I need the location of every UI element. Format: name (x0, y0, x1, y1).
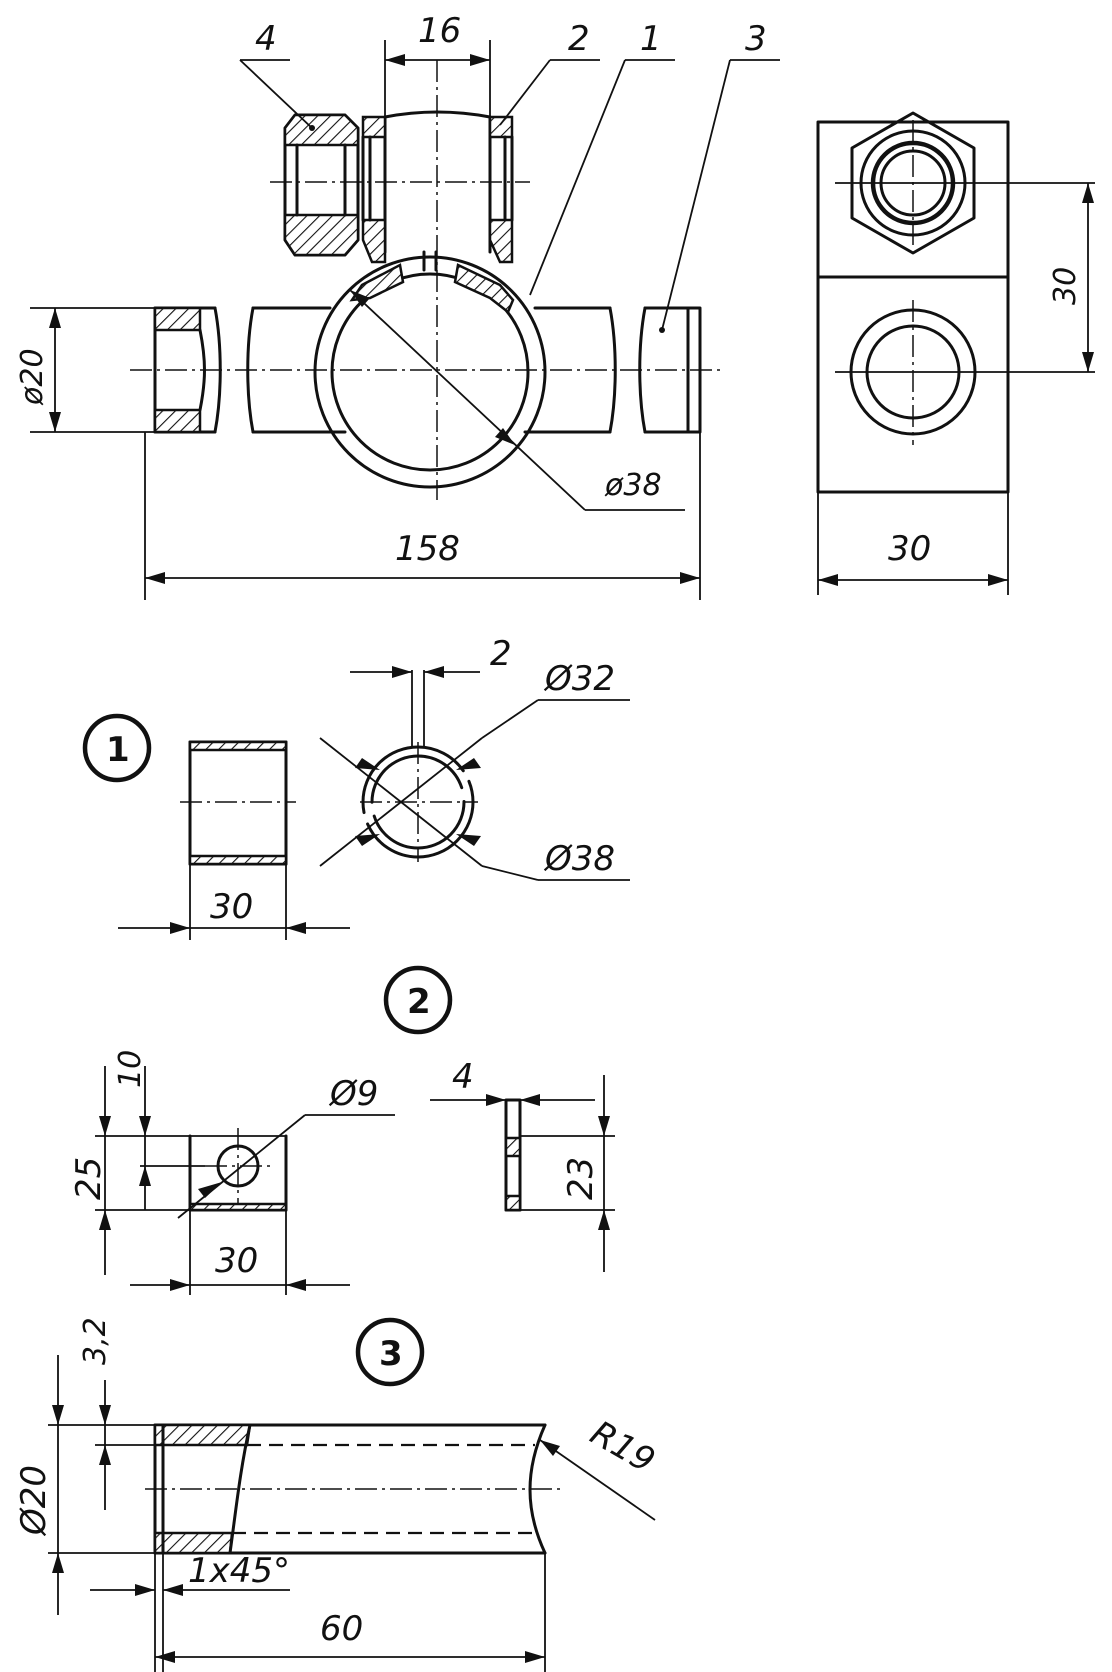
part-2-height-label: 25 (69, 1157, 109, 1200)
part-2-hole-dia-label: Ø9 (328, 1074, 378, 1114)
part-1-number: 1 (106, 730, 130, 770)
clamp-ring (313, 250, 547, 489)
assembly-side-view: 30 30 (816, 111, 1095, 595)
part-3-chamfer-label: 1x45° (188, 1551, 290, 1591)
part-leaders: 4 2 1 3 (239, 19, 780, 331)
dim-ring-dia: ø38 (349, 289, 685, 511)
dim-length-label: 158 (395, 529, 460, 569)
part-2-side-height-label: 23 (561, 1157, 601, 1200)
part-2-thickness-label: 4 (452, 1057, 474, 1097)
part-2-badge (383, 965, 453, 1035)
part-3-badge (355, 1317, 425, 1387)
dim-bolt-spacing-label: 30 (1048, 267, 1083, 305)
part-1-inner-dia-label: Ø32 (543, 659, 615, 699)
leader-label-1: 1 (640, 19, 662, 59)
part-3-wall-label: 3,2 (78, 1317, 113, 1365)
dim-16: 16 (384, 11, 491, 117)
dim-shaft-dia-label: ø20 (15, 348, 50, 406)
part-2-width-label: 30 (215, 1241, 258, 1281)
part-1-width-label: 30 (210, 887, 253, 927)
clamp-plate (361, 110, 514, 264)
part-1-gap-label: 2 (490, 634, 512, 674)
assembly-front-view: 16 4 2 1 3 ø20 (15, 11, 780, 600)
dim-width-label: 16 (418, 11, 461, 51)
part-1-detail: 1 30 2 Ø32 (82, 634, 630, 940)
dim-block-width: 30 (817, 492, 1009, 595)
part-3-dia-label: Ø20 (14, 1465, 54, 1537)
part-3-radius-label: R19 (584, 1413, 662, 1481)
part-3-number: 3 (379, 1334, 403, 1374)
dim-shaft-dia: ø20 (15, 307, 155, 433)
leader-label-2: 2 (568, 19, 590, 59)
leader-label-3: 3 (745, 19, 767, 59)
shaft (153, 306, 702, 434)
leader-label-4: 4 (255, 19, 277, 59)
part-3-length-label: 60 (320, 1609, 363, 1649)
dim-length: 158 (144, 432, 701, 600)
part-1-outer-dia-label: Ø38 (543, 839, 615, 879)
part-2-offset-label: 10 (113, 1050, 148, 1088)
dim-bolt-spacing: 30 (1048, 183, 1094, 372)
part-1-badge (82, 713, 152, 783)
dim-ring-dia-label: ø38 (604, 468, 662, 503)
part-2-number: 2 (407, 982, 431, 1022)
part-3-detail: 3 3,2 Ø20 R19 1x45° (14, 1317, 661, 1672)
nut (283, 113, 360, 257)
dim-block-width-label: 30 (888, 529, 931, 569)
part-2-detail: 2 10 25 Ø9 30 (69, 965, 615, 1295)
